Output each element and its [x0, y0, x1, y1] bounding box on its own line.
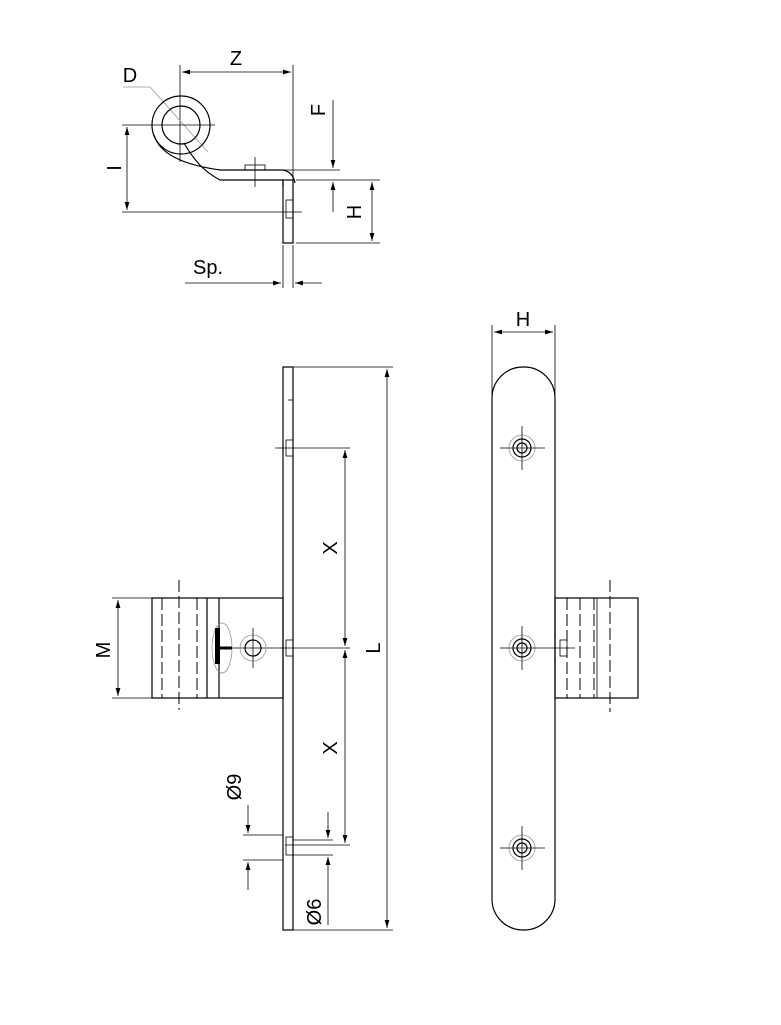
- d-label: D: [123, 65, 137, 87]
- dia9-label: Ø9: [224, 774, 246, 801]
- x-label-upper: X: [320, 541, 342, 554]
- top-view: Z D I F H Sp.: [104, 48, 380, 288]
- f-label: F: [308, 104, 330, 116]
- front-view: H: [491, 309, 639, 931]
- hinge-body: [151, 597, 284, 699]
- screw-hole-bottom: [500, 826, 545, 870]
- plate: [282, 366, 294, 931]
- sp-label: Sp.: [193, 257, 223, 279]
- screw-hole-middle: [500, 626, 575, 670]
- z-label: Z: [230, 48, 242, 70]
- h-label-front: H: [516, 309, 530, 331]
- plate-front: [491, 366, 556, 931]
- i-label: I: [104, 165, 126, 171]
- screw-hole-top: [500, 426, 545, 470]
- dia6-label: Ø6: [304, 899, 326, 926]
- plate-side: [282, 179, 294, 244]
- side-view: L X X M Ø9 Ø6: [93, 366, 393, 931]
- h-label-top: H: [344, 205, 366, 219]
- x-label-lower: X: [320, 741, 342, 754]
- m-label: M: [93, 642, 115, 659]
- l-label: L: [363, 642, 385, 653]
